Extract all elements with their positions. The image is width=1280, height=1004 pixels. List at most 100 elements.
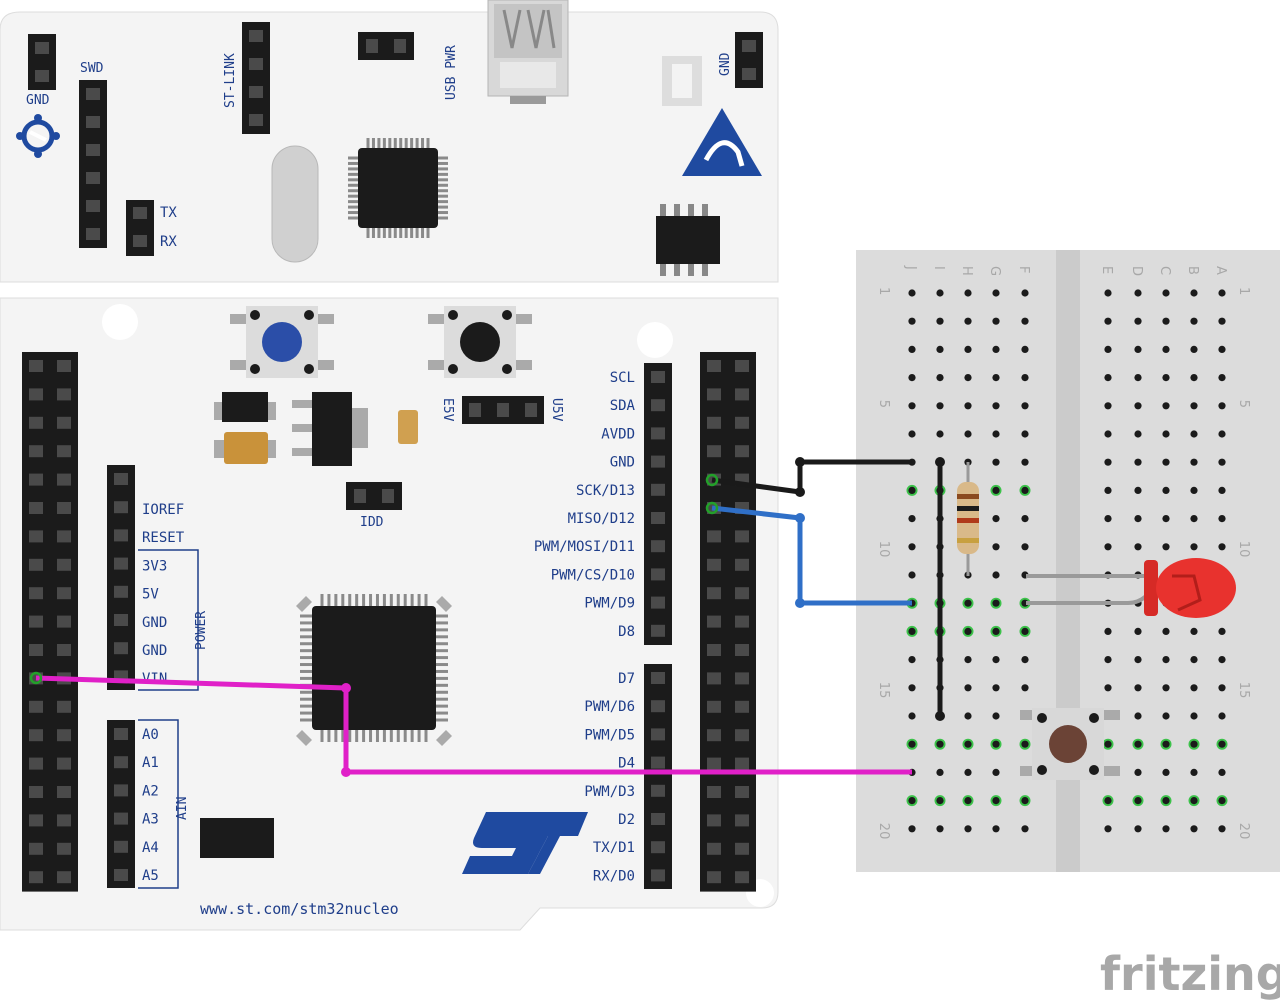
breadboard-hole[interactable] xyxy=(1021,486,1029,494)
breadboard-hole[interactable] xyxy=(1021,797,1029,805)
breadboard-hole[interactable] xyxy=(936,345,944,353)
breadboard-hole[interactable] xyxy=(1134,402,1142,410)
breadboard-hole[interactable] xyxy=(1218,289,1226,297)
breadboard-hole[interactable] xyxy=(1218,740,1226,748)
breadboard-hole[interactable] xyxy=(936,402,944,410)
breadboard-hole[interactable] xyxy=(1190,740,1198,748)
breadboard-hole[interactable] xyxy=(1190,543,1198,551)
breadboard-hole[interactable] xyxy=(964,740,972,748)
breadboard-hole[interactable] xyxy=(1218,515,1226,523)
breadboard-hole[interactable] xyxy=(964,797,972,805)
breadboard-hole[interactable] xyxy=(1134,543,1142,551)
jumper-top[interactable] xyxy=(358,32,414,60)
breadboard-hole[interactable] xyxy=(936,825,944,833)
breadboard-hole[interactable] xyxy=(1162,627,1170,636)
breadboard-hole[interactable] xyxy=(1190,797,1198,805)
breadboard-hole[interactable] xyxy=(1218,402,1226,410)
breadboard-hole[interactable] xyxy=(1162,458,1170,466)
breadboard-hole[interactable] xyxy=(1134,515,1142,523)
breadboard-hole[interactable] xyxy=(964,684,972,692)
breadboard-hole[interactable] xyxy=(1021,402,1029,410)
breadboard-hole[interactable] xyxy=(908,430,916,438)
breadboard-hole[interactable] xyxy=(1134,486,1142,494)
breadboard-hole[interactable] xyxy=(1104,740,1112,748)
breadboard-hole[interactable] xyxy=(1021,289,1029,297)
breadboard-hole[interactable] xyxy=(1162,345,1170,353)
breadboard-hole[interactable] xyxy=(1162,402,1170,410)
breadboard-hole[interactable] xyxy=(992,317,1000,325)
breadboard-hole[interactable] xyxy=(1134,684,1142,692)
breadboard-hole[interactable] xyxy=(1162,740,1170,748)
breadboard-hole[interactable] xyxy=(1134,768,1142,777)
breadboard-hole[interactable] xyxy=(936,797,944,805)
breadboard-hole[interactable] xyxy=(1218,374,1226,382)
breadboard-hole[interactable] xyxy=(1162,430,1170,438)
breadboard-hole[interactable] xyxy=(992,656,1000,664)
breadboard-hole[interactable] xyxy=(908,656,916,664)
breadboard-hole[interactable] xyxy=(1134,825,1142,833)
breadboard-hole[interactable] xyxy=(1162,543,1170,551)
breadboard-hole[interactable] xyxy=(1190,684,1198,692)
breadboard-hole[interactable] xyxy=(1021,627,1029,636)
breadboard-hole[interactable] xyxy=(1162,317,1170,325)
breadboard-hole[interactable] xyxy=(1134,656,1142,664)
breadboard-hole[interactable] xyxy=(1218,768,1226,777)
breadboard-hole[interactable] xyxy=(1218,656,1226,664)
breadboard-hole[interactable] xyxy=(992,825,1000,833)
breadboard-hole[interactable] xyxy=(1190,430,1198,438)
breadboard-hole[interactable] xyxy=(1104,797,1112,805)
breadboard-hole[interactable] xyxy=(1190,374,1198,382)
led[interactable] xyxy=(1026,558,1236,618)
breadboard-hole[interactable] xyxy=(964,712,972,720)
breadboard-hole[interactable] xyxy=(992,458,1000,466)
breadboard-hole[interactable] xyxy=(1104,515,1112,523)
tx-rx-header[interactable] xyxy=(126,200,154,256)
breadboard-hole[interactable] xyxy=(1190,627,1198,636)
st-link-header[interactable] xyxy=(242,22,270,134)
breadboard-hole[interactable] xyxy=(1134,430,1142,438)
breadboard-hole[interactable] xyxy=(1190,825,1198,833)
breadboard-hole[interactable] xyxy=(1162,797,1170,805)
breadboard-hole[interactable] xyxy=(1021,317,1029,325)
breadboard-hole[interactable] xyxy=(1104,402,1112,410)
breadboard-hole[interactable] xyxy=(1134,458,1142,466)
breadboard-hole[interactable] xyxy=(1021,740,1029,748)
breadboard-hole[interactable] xyxy=(908,515,916,523)
breadboard-hole[interactable] xyxy=(1104,317,1112,325)
breadboard-hole[interactable] xyxy=(1190,402,1198,410)
breadboard-hole[interactable] xyxy=(936,289,944,297)
wire-d12[interactable] xyxy=(711,505,912,608)
breadboard-hole[interactable] xyxy=(1162,768,1170,777)
breadboard-hole[interactable] xyxy=(1162,515,1170,523)
breadboard-hole[interactable] xyxy=(908,627,916,636)
breadboard-hole[interactable] xyxy=(964,317,972,325)
idd-jumper[interactable] xyxy=(346,482,402,510)
morpho-header-right[interactable] xyxy=(700,352,756,892)
breadboard-hole[interactable] xyxy=(1104,430,1112,438)
breadboard-hole[interactable] xyxy=(1162,656,1170,664)
breadboard-hole[interactable] xyxy=(1021,430,1029,438)
breadboard-hole[interactable] xyxy=(992,740,1000,748)
breadboard-hole[interactable] xyxy=(1190,289,1198,297)
breadboard-hole[interactable] xyxy=(964,825,972,833)
digital-header-upper[interactable] xyxy=(644,363,672,645)
breadboard-hole[interactable] xyxy=(1218,543,1226,551)
breadboard-hole[interactable] xyxy=(964,627,972,636)
breadboard-hole[interactable] xyxy=(1190,768,1198,777)
breadboard-hole[interactable] xyxy=(992,712,1000,720)
breadboard-hole[interactable] xyxy=(1021,825,1029,833)
breadboard-hole[interactable] xyxy=(1218,797,1226,805)
breadboard-hole[interactable] xyxy=(992,627,1000,636)
breadboard-hole[interactable] xyxy=(964,402,972,410)
breadboard-hole[interactable] xyxy=(1162,289,1170,297)
breadboard-hole[interactable] xyxy=(1104,289,1112,297)
breadboard-hole[interactable] xyxy=(964,374,972,382)
power-header[interactable] xyxy=(107,465,135,690)
breadboard-hole[interactable] xyxy=(992,402,1000,410)
breadboard-hole[interactable] xyxy=(1134,345,1142,353)
breadboard-hole[interactable] xyxy=(908,740,916,748)
breadboard-hole[interactable] xyxy=(1162,825,1170,833)
breadboard-hole[interactable] xyxy=(1104,825,1112,833)
breadboard-hole[interactable] xyxy=(1021,684,1029,692)
breadboard-hole[interactable] xyxy=(1218,486,1226,494)
